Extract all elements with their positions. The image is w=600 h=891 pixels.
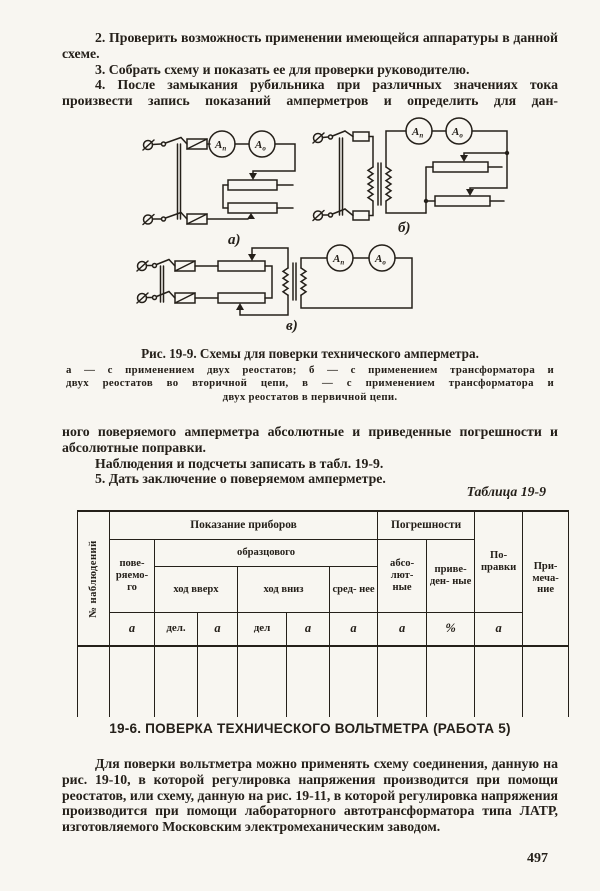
knife-switch-symbol — [145, 258, 176, 303]
paragraph-item-2: 2. Проверить возможность применении имею… — [62, 30, 558, 61]
terminal-icon — [312, 132, 325, 222]
table-empty-cell — [197, 645, 238, 717]
table-19-9: № наблюдений Показание приборов Погрешно… — [77, 510, 570, 717]
bottom-paragraph-block: Для поверки вольтметра можно применять с… — [62, 756, 558, 835]
slider-arrow — [248, 254, 256, 261]
unit-down-amperes: а — [286, 612, 330, 647]
unit-tested: а — [109, 612, 155, 647]
diagram-v: Ап Ао в) — [136, 244, 413, 334]
top-paragraph-block: 2. Проверить возможность применении имею… — [62, 30, 558, 109]
slider-arrow — [247, 213, 255, 219]
diagram-b-label: б) — [398, 220, 410, 236]
paragraph-observations-note: Наблюдения и подсчеты записать в табл. 1… — [95, 455, 384, 471]
ammeter-reference-symbol: Ао — [368, 244, 396, 272]
svg-text:Ап: Ап — [214, 139, 226, 153]
junction-dot — [423, 198, 429, 204]
col-header-reference: образцового — [153, 539, 379, 567]
slider-arrow — [249, 173, 257, 180]
col-group-errors: Погрешности — [377, 510, 476, 540]
table-empty-cell — [237, 645, 287, 717]
unit-up-amperes: а — [197, 612, 238, 647]
knife-switch-symbol — [151, 136, 188, 222]
col-header-note: При- меча- ние — [522, 510, 570, 647]
section-heading-19-6: 19-6. ПОВЕРКА ТЕХНИЧЕСКОГО ВОЛЬТМЕТРА (Р… — [109, 721, 511, 736]
rheostat-symbol — [217, 260, 273, 304]
table-empty-cell — [328, 645, 379, 717]
svg-text:Ао: Ао — [374, 253, 386, 267]
slider-arrow — [236, 303, 244, 310]
diagram-a: Ап Ао а) — [142, 130, 296, 248]
ammeter-label: А — [214, 139, 222, 151]
col-header-mean: сред- нее — [328, 566, 379, 613]
col-header-corrections: По- правки — [474, 510, 524, 613]
ammeter-tested-symbol: Ап — [405, 117, 433, 145]
slider-arrow — [466, 189, 474, 196]
diagram-v-label: в) — [286, 318, 298, 334]
slider-arrow — [460, 155, 468, 162]
figure-subcaption-line-1: а — с применением двух реостатов; б — с … — [66, 364, 554, 376]
col-header-reduced: приве- ден- ные — [426, 539, 476, 613]
paragraph-item-3: 3. Собрать схему и показать ее для прове… — [95, 61, 470, 77]
ammeter-reference-symbol: Ао — [248, 130, 276, 158]
svg-text:Ап: Ап — [332, 253, 344, 267]
diagram-b: Ап Ао — [312, 117, 510, 236]
terminal-icon — [136, 260, 149, 304]
paragraph-item-4: 4. После замыкания рубильника при различ… — [62, 77, 558, 109]
figure-subcaption: а — с применением двух реостатов; б — с … — [66, 364, 554, 404]
col-header-run-up: ход вверх — [154, 566, 238, 613]
unit-mean: а — [328, 612, 379, 647]
paragraph-section-intro: Для поверки вольтметра можно применять с… — [62, 756, 558, 835]
fuse-symbol — [352, 131, 370, 221]
col-header-absolute: абсо- лют- ные — [377, 539, 428, 613]
ammeter-tested-symbol: Ап — [208, 130, 236, 158]
transformer-symbol — [366, 162, 393, 206]
svg-text:Ап: Ап — [411, 126, 423, 140]
table-empty-cell — [377, 645, 428, 717]
svg-text:Ао: Ао — [451, 126, 463, 140]
middle-paragraph-block: ного поверяемого амперметра абсолютные и… — [62, 424, 558, 487]
figure-subcaption-line-3: двух реостатов в первичной цепи. — [222, 390, 398, 403]
paragraph-item-5: 5. Дать заключение о поверяемом ампермет… — [95, 471, 386, 487]
transformer-symbol — [281, 262, 308, 301]
rheostat-symbol — [222, 179, 294, 214]
table-empty-cell — [426, 645, 476, 717]
unit-up-divisions: дел. — [154, 612, 198, 647]
col-group-readings: Показание приборов — [108, 510, 379, 540]
terminal-icon — [142, 139, 155, 226]
table-empty-cell — [154, 645, 198, 717]
rheostat-symbol — [432, 161, 505, 207]
col-header-run-down: ход вниз — [237, 566, 330, 613]
paragraph-continuation: ного поверяемого амперметра абсолютные и… — [62, 424, 558, 455]
table-title: Таблица 19-9 — [466, 484, 546, 499]
figure-caption: Рис. 19-9. Схемы для поверки техническог… — [141, 346, 479, 361]
fuse-symbol — [174, 260, 196, 304]
knife-switch-symbol — [321, 130, 354, 218]
svg-text:Ао: Ао — [254, 139, 266, 153]
table-empty-cell — [109, 645, 155, 717]
figure-19-9-diagrams: Ап Ао а) — [136, 117, 510, 334]
col-header-observations: № наблюдений — [77, 510, 110, 647]
figure-subcaption-line-2: двух реостатов во вторичной цепи, в — с … — [66, 377, 554, 390]
fuse-symbol — [186, 138, 208, 225]
table-empty-cell — [77, 645, 110, 717]
table-empty-cell — [286, 645, 330, 717]
unit-absolute: а — [377, 612, 428, 647]
unit-corrections: а — [474, 612, 524, 647]
ammeter-tested-symbol: Ап — [326, 244, 354, 272]
table-empty-cell — [474, 645, 524, 717]
col-header-tested: пове- ряемо- го — [109, 539, 155, 613]
page-number: 497 — [527, 851, 548, 866]
unit-down-divisions: дел — [237, 612, 287, 647]
ammeter-reference-symbol: Ао — [445, 117, 473, 145]
unit-reduced: % — [426, 612, 476, 647]
diagram-a-label: а) — [228, 232, 241, 248]
table-empty-cell — [522, 645, 570, 717]
